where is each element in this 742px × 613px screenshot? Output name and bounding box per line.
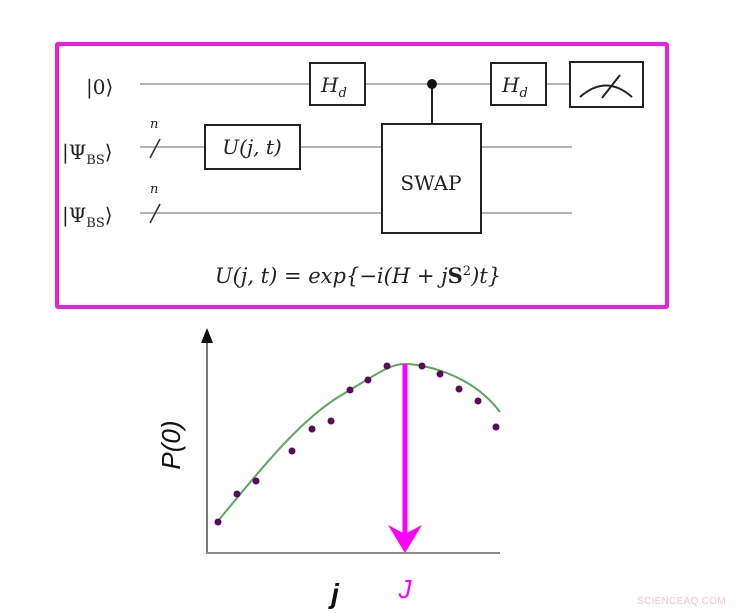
svg-text:n: n (150, 117, 158, 132)
control-dot (427, 79, 437, 89)
evolution-equation: U(j, t) = exp{−i(H + jS2)t} (215, 263, 501, 288)
data-points (214, 362, 500, 526)
measurement-meter-icon (569, 61, 644, 108)
y-axis-arrow-icon (201, 328, 213, 343)
evolution-gate: U(j, t) (204, 124, 301, 170)
circuit-frame (55, 42, 669, 309)
x-axis-label: j (327, 578, 340, 609)
hadamard-gate-1: Hd (309, 62, 366, 106)
watermark: SCIENCEAQ.COM (637, 596, 726, 607)
wire-label-register-2: |ΨBS⟩ (62, 203, 113, 231)
svg-text:SWAP: SWAP (400, 171, 461, 195)
probability-plot: P(0) j J (156, 328, 501, 609)
svg-text:n: n (150, 182, 158, 197)
quantum-circuit: |0⟩ |ΨBS⟩ |ΨBS⟩ n n Hd U(j, t) (62, 61, 644, 288)
bundle-marker-2: n (149, 182, 161, 224)
y-axis-label: P(0) (156, 420, 186, 469)
bundle-marker-1: n (149, 117, 161, 159)
wire-label-ancilla: |0⟩ (86, 75, 113, 100)
peak-arrow (388, 364, 422, 553)
wire-label-register-1: |ΨBS⟩ (62, 140, 113, 168)
svg-text:Hd: Hd (320, 73, 347, 101)
svg-text:Hd: Hd (501, 73, 528, 101)
controlled-swap-gate: SWAP (381, 79, 482, 234)
svg-text:U(j, t): U(j, t) (222, 135, 281, 159)
hadamard-gate-2: Hd (490, 62, 547, 106)
fit-curve (217, 362, 501, 522)
peak-label: J (398, 574, 413, 604)
